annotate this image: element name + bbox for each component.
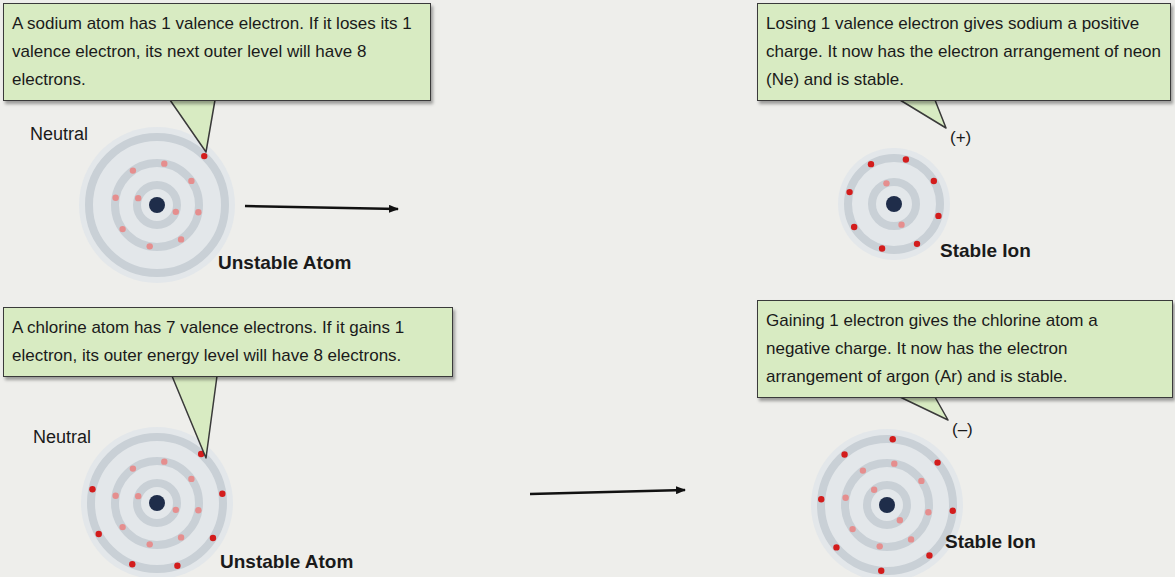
electron	[931, 178, 937, 184]
electron	[879, 245, 885, 251]
state-label: Neutral	[33, 427, 91, 448]
electron	[210, 535, 216, 541]
electron-shell	[872, 182, 916, 226]
electron	[877, 543, 883, 549]
electron	[841, 451, 847, 457]
electron	[833, 544, 839, 550]
electron	[161, 160, 167, 166]
atom-cloud	[81, 427, 233, 577]
electron	[174, 563, 180, 569]
reaction-arrow	[530, 490, 685, 494]
electron	[868, 161, 874, 167]
electron	[918, 478, 924, 484]
electron	[96, 531, 102, 537]
electron	[903, 156, 909, 162]
callout-box: Losing 1 valence electron gives sodium a…	[757, 3, 1171, 101]
electron-shell	[115, 461, 199, 545]
electron	[849, 526, 855, 532]
callout-box: Gaining 1 electron gives the chlorine at…	[757, 300, 1173, 398]
callout-text: Gaining 1 electron gives the chlorine at…	[766, 307, 1164, 391]
electron	[119, 226, 125, 232]
electron	[842, 495, 848, 501]
electron	[147, 243, 153, 249]
electron-shell	[91, 437, 223, 569]
electron	[112, 493, 118, 499]
charge-sign: (+)	[950, 128, 971, 148]
charge-sign: (–)	[952, 420, 973, 440]
ion-caption: Stable Ion	[940, 240, 1031, 262]
electron-shell	[845, 463, 929, 547]
callout-tail	[170, 100, 215, 152]
electron	[188, 178, 194, 184]
callout-box: A sodium atom has 1 valence electron. If…	[3, 3, 431, 101]
callout-tail	[900, 100, 946, 128]
electron	[135, 493, 141, 499]
electron	[147, 541, 153, 547]
electron-shell	[115, 163, 199, 247]
electron	[89, 486, 95, 492]
callout-tail	[900, 397, 948, 420]
electron	[818, 496, 824, 502]
electron	[195, 209, 201, 215]
electron	[173, 209, 179, 215]
callout-text: A chlorine atom has 7 valence electrons.…	[12, 314, 444, 370]
electron	[897, 517, 903, 523]
electron	[119, 524, 125, 530]
nucleus	[149, 495, 165, 511]
nucleus	[879, 497, 895, 513]
electron	[135, 195, 141, 201]
electron	[219, 491, 225, 497]
electron	[201, 153, 207, 159]
electron	[178, 236, 184, 242]
atom-cloud	[811, 429, 963, 577]
electron	[846, 189, 852, 195]
electron-shell	[821, 439, 953, 571]
atom-caption: Unstable Atom	[220, 551, 353, 573]
electron-shell	[89, 137, 225, 273]
electron	[914, 241, 920, 247]
electron	[871, 486, 877, 492]
electron	[860, 467, 866, 473]
callout-box: A chlorine atom has 7 valence electrons.…	[3, 307, 453, 377]
electron	[173, 507, 179, 513]
electron	[129, 561, 135, 567]
electron	[925, 509, 931, 515]
electron	[130, 167, 136, 173]
atom-cloud	[838, 148, 950, 260]
atom-cloud	[79, 127, 235, 283]
electron	[178, 534, 184, 540]
nucleus	[149, 197, 165, 213]
electron	[112, 195, 118, 201]
reaction-arrow	[245, 206, 398, 209]
nucleus	[886, 196, 902, 212]
electron	[891, 460, 897, 466]
electron	[935, 213, 941, 219]
electron	[883, 180, 889, 186]
electron	[161, 458, 167, 464]
callout-text: Losing 1 valence electron gives sodium a…	[766, 10, 1162, 94]
electron	[908, 536, 914, 542]
electron	[898, 221, 904, 227]
callout-text: A sodium atom has 1 valence electron. If…	[12, 10, 422, 94]
electron-shell	[137, 483, 177, 523]
electron	[878, 568, 884, 574]
electron-shell	[137, 185, 177, 225]
atom-caption: Unstable Atom	[218, 252, 351, 274]
electron	[188, 476, 194, 482]
electron-shell	[867, 485, 907, 525]
electron-shell	[848, 158, 940, 250]
electron	[926, 552, 932, 558]
callout-tail	[172, 376, 217, 458]
electron	[851, 224, 857, 230]
electron	[130, 465, 136, 471]
electron	[950, 508, 956, 514]
state-label: Neutral	[30, 124, 88, 145]
ion-caption: Stable Ion	[945, 531, 1036, 553]
electron	[934, 459, 940, 465]
electron	[195, 507, 201, 513]
electron	[890, 436, 896, 442]
